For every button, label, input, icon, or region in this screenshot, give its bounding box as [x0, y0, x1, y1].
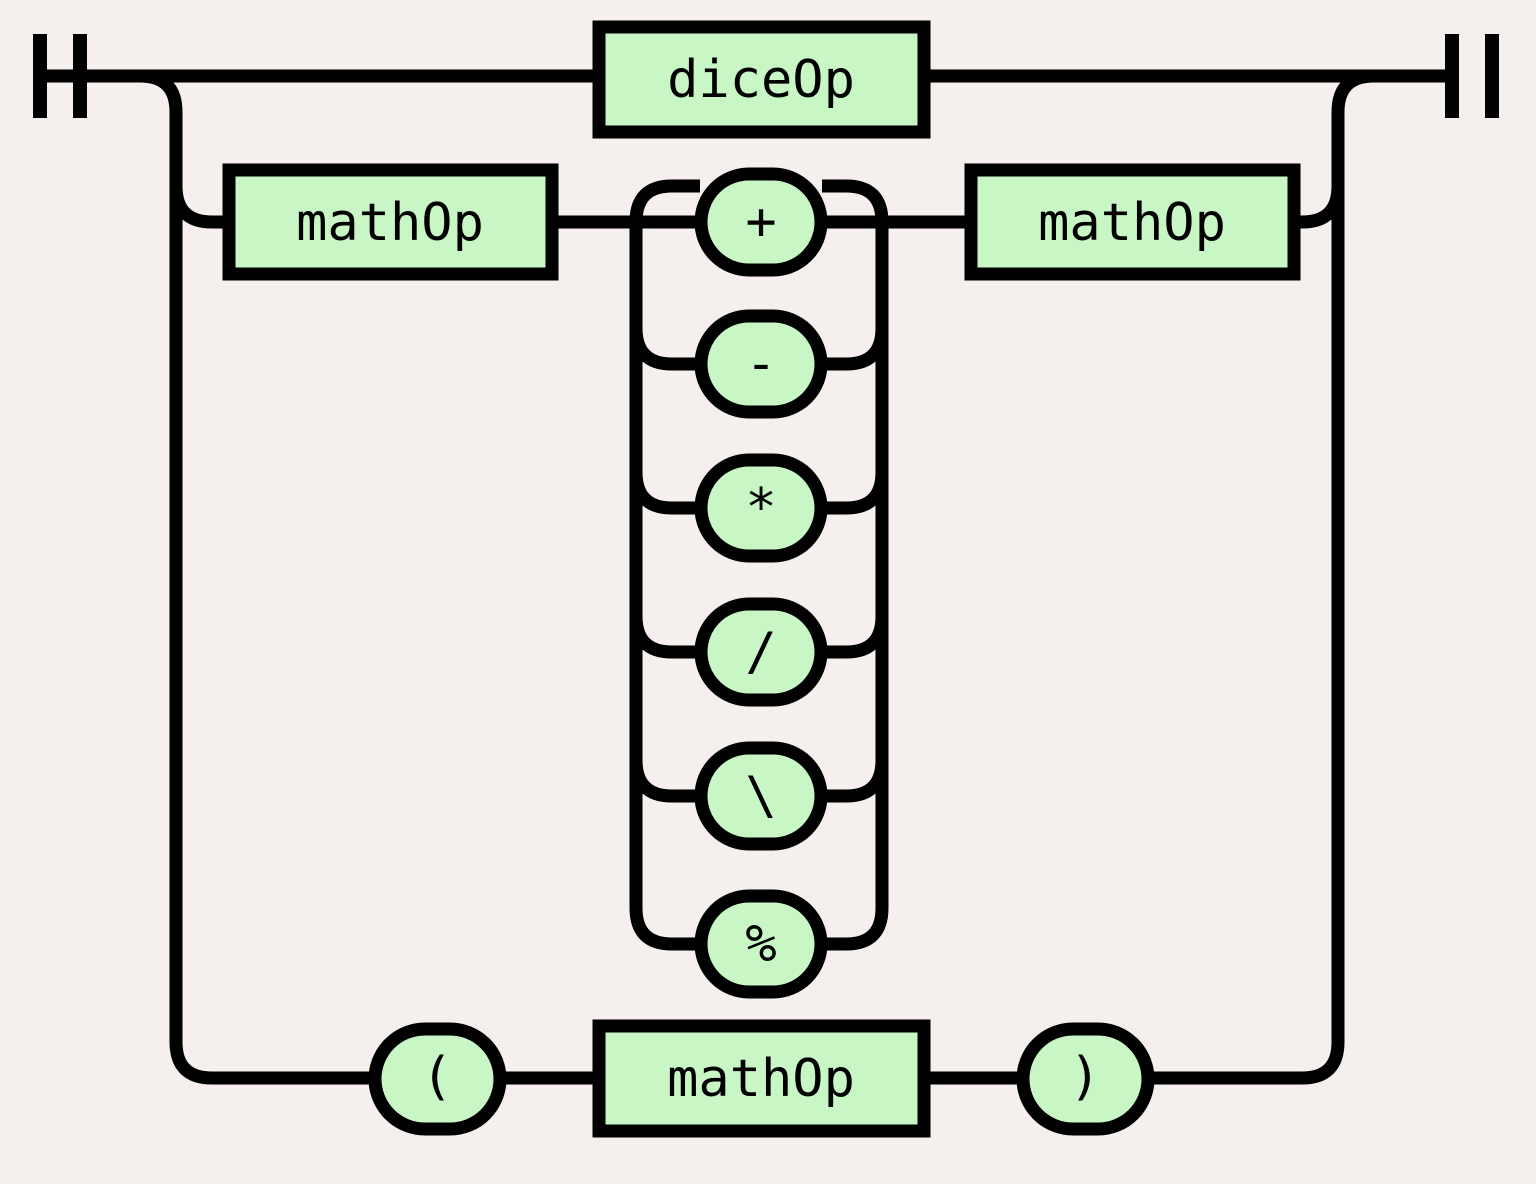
terminal-operator-asterisk-label: *: [745, 478, 776, 538]
terminal-operator-slash[interactable]: /: [694, 597, 828, 707]
right-fork-track: [1150, 69, 1375, 1085]
nonterminal-mathop-parenthesized-label: mathOp: [667, 1049, 855, 1109]
terminal-open-paren[interactable]: (: [368, 1022, 507, 1136]
nonterminal-diceop-label: diceOp: [667, 50, 855, 110]
operator-choice-rails: [629, 179, 889, 951]
terminal-operator-backslash-label: \: [745, 766, 776, 826]
nonterminal-mathop-right[interactable]: mathOp: [964, 163, 1301, 281]
terminal-operator-slash-label: /: [745, 622, 776, 682]
terminal-open-paren-label: (: [421, 1047, 452, 1107]
nonterminal-mathop-parenthesized[interactable]: mathOp: [592, 1019, 931, 1138]
terminal-operator-percent[interactable]: %: [694, 889, 828, 999]
nonterminal-diceop[interactable]: diceOp: [592, 20, 931, 139]
left-fork-track: [139, 69, 372, 1085]
nonterminal-mathop-left[interactable]: mathOp: [222, 163, 559, 281]
nonterminal-mathop-right-label: mathOp: [1038, 193, 1226, 253]
terminal-operator-backslash[interactable]: \: [694, 741, 828, 851]
terminal-operator-percent-label: %: [745, 914, 776, 974]
terminal-operator-minus[interactable]: -: [694, 309, 828, 419]
terminal-close-paren[interactable]: ): [1016, 1022, 1155, 1136]
terminal-close-paren-label: ): [1069, 1047, 1100, 1107]
nonterminal-mathop-left-label: mathOp: [296, 193, 484, 253]
terminal-operator-plus-label: +: [745, 192, 776, 252]
terminal-operator-plus[interactable]: +: [694, 167, 828, 277]
terminal-operator-asterisk[interactable]: *: [694, 453, 828, 563]
terminal-operator-minus-label: -: [745, 334, 776, 394]
